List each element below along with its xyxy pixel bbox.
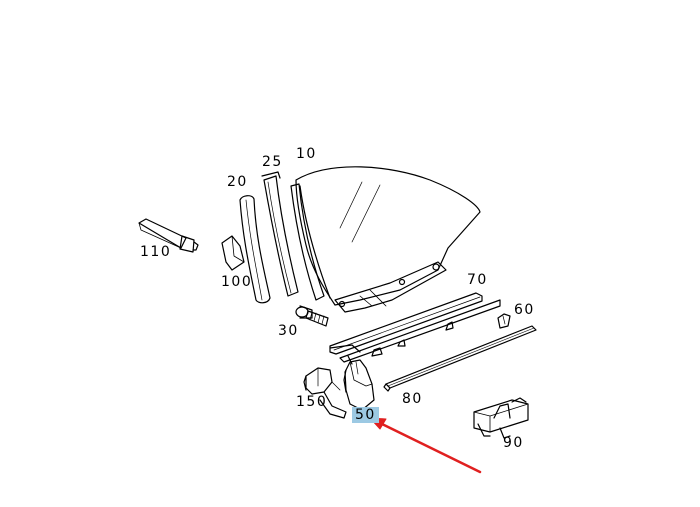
part-label-50-selected[interactable]: 50 (352, 407, 379, 423)
part-label-110[interactable]: 110 (140, 244, 172, 260)
part-30-bolt[interactable] (295, 305, 329, 327)
part-10-window-glass[interactable] (295, 166, 481, 313)
selection-arrow (369, 417, 482, 474)
part-80-lower-strip[interactable] (383, 325, 537, 392)
part-110-sealant-tube[interactable] (138, 218, 199, 253)
part-90-clamp[interactable] (473, 397, 529, 439)
part-label-80[interactable]: 80 (402, 391, 423, 407)
part-label-90[interactable]: 90 (503, 435, 524, 451)
part-150-bracket[interactable] (303, 367, 347, 419)
part-70-guide-rail[interactable] (329, 292, 501, 365)
part-25-channel-seal[interactable] (261, 171, 299, 297)
part-60-small-clip[interactable] (497, 313, 511, 329)
part-label-25[interactable]: 25 (262, 154, 283, 170)
part-label-100[interactable]: 100 (221, 274, 253, 290)
part-label-60[interactable]: 60 (514, 302, 535, 318)
part-label-150[interactable]: 150 (296, 394, 328, 410)
part-label-30[interactable]: 30 (278, 323, 299, 339)
part-100-clip[interactable] (221, 235, 245, 271)
part-label-10[interactable]: 10 (296, 146, 317, 162)
part-label-20[interactable]: 20 (227, 174, 248, 190)
part-50-regulator-bracket[interactable] (343, 359, 375, 411)
part-label-70[interactable]: 70 (467, 272, 488, 288)
part-10-glass-edge-seal (290, 183, 325, 301)
part-20-rubber-strip[interactable] (239, 195, 271, 304)
